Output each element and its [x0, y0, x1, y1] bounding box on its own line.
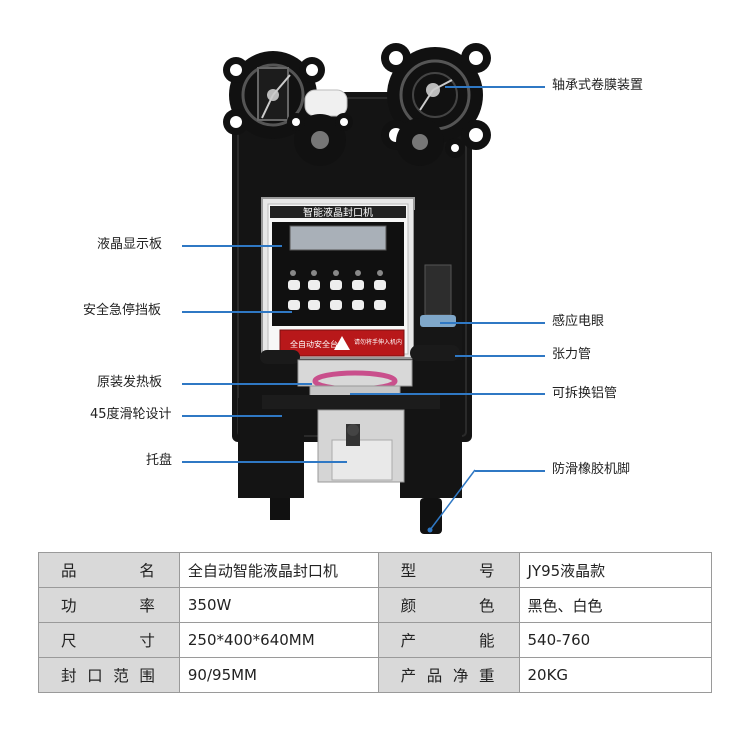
leader-slide: [182, 415, 282, 417]
spec-row: 尺寸 250*400*640MM 产能 540-760: [38, 622, 712, 658]
callout-film-roller: 轴承式卷膜装置: [552, 78, 644, 93]
spec-value: 250*400*640MM: [178, 622, 379, 658]
warning-label: 全自动安全台: [290, 339, 338, 349]
leader-tension: [455, 355, 545, 357]
spec-value: JY95液晶款: [518, 552, 712, 588]
spec-label: 颜色: [377, 587, 520, 623]
callout-aluminum-tube: 可拆换铝管: [552, 386, 618, 401]
callout-rubber-feet: 防滑橡胶机脚: [552, 462, 631, 477]
leader-estop: [182, 311, 292, 313]
leader-heater: [182, 383, 312, 385]
callout-lcd-panel: 液晶显示板: [97, 237, 163, 252]
spec-label: 品名: [38, 552, 180, 588]
leader-reel: [445, 86, 545, 88]
callout-heating-plate: 原装发热板: [97, 375, 163, 390]
sealing-machine-image: 智能液晶封口机 全自动安全台 请勿将手伸入机内: [223, 43, 491, 534]
callout-emergency-stop: 安全急停挡板: [83, 303, 162, 318]
spec-row: 功率 350W 颜色 黑色、白色: [38, 587, 712, 623]
leader-sensor: [440, 322, 545, 324]
panel-brand-label: 智能液晶封口机: [303, 206, 373, 219]
leader-feet-diagonal: [427, 469, 476, 533]
spec-label: 产品净重: [377, 657, 520, 693]
callout-sensor-eye: 感应电眼: [552, 314, 605, 329]
spec-value: 540-760: [518, 622, 712, 658]
spec-value: 20KG: [518, 657, 712, 693]
spec-label: 尺寸: [38, 622, 180, 658]
spec-row: 品名 全自动智能液晶封口机 型号 JY95液晶款: [38, 552, 712, 588]
spec-value: 350W: [178, 587, 379, 623]
callout-tray: 托盘: [146, 453, 173, 468]
spec-label: 产能: [377, 622, 520, 658]
leader-tray: [182, 461, 347, 463]
spec-value: 90/95MM: [178, 657, 379, 693]
product-illustration: 智能液晶封口机 全自动安全台 请勿将手伸入机内: [83, 43, 644, 534]
caution-label: 请勿将手伸入机内: [354, 338, 402, 346]
leader-tube: [350, 393, 545, 395]
spec-label: 封口范围: [38, 657, 180, 693]
spec-value: 黑色、白色: [518, 587, 712, 623]
spec-value: 全自动智能液晶封口机: [178, 552, 379, 588]
spec-table: 品名 全自动智能液晶封口机 型号 JY95液晶款 功率 350W 颜色 黑色、白…: [38, 552, 712, 693]
spec-label: 型号: [377, 552, 520, 588]
callout-tension-tube: 张力管: [552, 347, 592, 362]
spec-label: 功率: [38, 587, 180, 623]
callout-slide-design: 45度滑轮设计: [90, 407, 172, 422]
spec-row: 封口范围 90/95MM 产品净重 20KG: [38, 657, 712, 693]
leader-feet: [475, 470, 545, 472]
leader-lcd: [182, 245, 282, 247]
